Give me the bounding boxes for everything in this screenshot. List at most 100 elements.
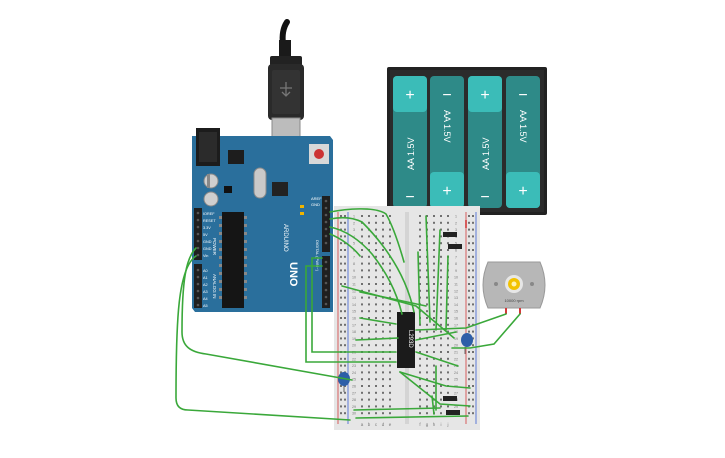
breadboard-hole[interactable] xyxy=(375,255,377,258)
breadboard-hole[interactable] xyxy=(375,398,377,401)
breadboard-hole[interactable] xyxy=(344,296,346,299)
breadboard-hole[interactable] xyxy=(472,262,474,265)
breadboard-hole[interactable] xyxy=(447,344,449,347)
breadboard-hole[interactable] xyxy=(468,242,470,245)
breadboard-hole[interactable] xyxy=(426,405,428,408)
breadboard-hole[interactable] xyxy=(468,269,470,272)
breadboard-hole[interactable] xyxy=(389,344,391,347)
breadboard-hole[interactable] xyxy=(375,385,377,387)
breadboard-hole[interactable] xyxy=(361,391,363,394)
breadboard-hole[interactable] xyxy=(382,398,384,401)
breadboard-hole[interactable] xyxy=(375,303,377,306)
breadboard-hole[interactable] xyxy=(375,378,377,381)
breadboard-hole[interactable] xyxy=(375,364,377,367)
breadboard-hole[interactable] xyxy=(389,228,391,231)
breadboard-hole[interactable] xyxy=(440,296,442,299)
breadboard-hole[interactable] xyxy=(433,215,435,217)
breadboard-hole[interactable] xyxy=(419,242,421,245)
breadboard-hole[interactable] xyxy=(472,242,474,245)
breadboard-hole[interactable] xyxy=(426,215,428,217)
breadboard-hole[interactable] xyxy=(375,296,377,299)
breadboard-hole[interactable] xyxy=(382,330,384,333)
breadboard-hole[interactable] xyxy=(375,283,377,285)
breadboard-hole[interactable] xyxy=(440,385,442,387)
breadboard-hole[interactable] xyxy=(361,249,363,251)
breadboard-hole[interactable] xyxy=(368,242,370,245)
breadboard-hole[interactable] xyxy=(468,249,470,251)
breadboard-hole[interactable] xyxy=(382,276,384,279)
breadboard-hole[interactable] xyxy=(440,412,442,415)
breadboard-hole[interactable] xyxy=(468,276,470,279)
breadboard-hole[interactable] xyxy=(344,276,346,279)
breadboard-hole[interactable] xyxy=(389,215,391,217)
breadboard-hole[interactable] xyxy=(368,283,370,285)
breadboard-hole[interactable] xyxy=(340,262,342,265)
breadboard-hole[interactable] xyxy=(382,357,384,360)
breadboard-hole[interactable] xyxy=(472,296,474,299)
breadboard-hole[interactable] xyxy=(361,296,363,299)
breadboard-hole[interactable] xyxy=(440,269,442,272)
breadboard-hole[interactable] xyxy=(344,221,346,224)
breadboard-hole[interactable] xyxy=(426,303,428,306)
breadboard-hole[interactable] xyxy=(433,262,435,265)
breadboard-hole[interactable] xyxy=(340,235,342,238)
breadboard-hole[interactable] xyxy=(375,344,377,347)
breadboard-hole[interactable] xyxy=(389,317,391,319)
breadboard-hole[interactable] xyxy=(368,310,370,313)
breadboard-hole[interactable] xyxy=(440,323,442,326)
breadboard-hole[interactable] xyxy=(433,289,435,292)
breadboard-hole[interactable] xyxy=(426,344,428,347)
breadboard-hole[interactable] xyxy=(472,398,474,401)
breadboard-hole[interactable] xyxy=(472,228,474,231)
battery-pack[interactable]: + − AA 1.5V − + AA 1.5V + − AA 1.5V − + … xyxy=(387,67,547,220)
breadboard-hole[interactable] xyxy=(419,391,421,394)
breadboard-hole[interactable] xyxy=(472,310,474,313)
breadboard-hole[interactable] xyxy=(361,344,363,347)
breadboard-hole[interactable] xyxy=(419,385,421,387)
breadboard-hole[interactable] xyxy=(419,357,421,360)
breadboard-hole[interactable] xyxy=(375,242,377,245)
breadboard-hole[interactable] xyxy=(389,323,391,326)
breadboard-hole[interactable] xyxy=(433,337,435,340)
breadboard-hole[interactable] xyxy=(447,242,449,245)
breadboard-hole[interactable] xyxy=(344,283,346,285)
breadboard-hole[interactable] xyxy=(433,310,435,313)
breadboard-hole[interactable] xyxy=(433,221,435,224)
breadboard-hole[interactable] xyxy=(340,310,342,313)
breadboard-hole[interactable] xyxy=(368,357,370,360)
breadboard-hole[interactable] xyxy=(440,262,442,265)
breadboard-hole[interactable] xyxy=(340,337,342,340)
breadboard-hole[interactable] xyxy=(344,317,346,319)
breadboard-hole[interactable] xyxy=(433,296,435,299)
breadboard-hole[interactable] xyxy=(440,255,442,258)
breadboard-hole[interactable] xyxy=(447,364,449,367)
breadboard-hole[interactable] xyxy=(447,378,449,381)
breadboard-hole[interactable] xyxy=(419,330,421,333)
breadboard-hole[interactable] xyxy=(440,357,442,360)
breadboard-hole[interactable] xyxy=(433,323,435,326)
breadboard-hole[interactable] xyxy=(468,310,470,313)
resistor[interactable] xyxy=(443,396,457,401)
breadboard-hole[interactable] xyxy=(472,317,474,319)
breadboard-hole[interactable] xyxy=(440,235,442,238)
breadboard-hole[interactable] xyxy=(433,371,435,374)
breadboard-hole[interactable] xyxy=(368,412,370,415)
breadboard-hole[interactable] xyxy=(368,385,370,387)
breadboard-hole[interactable] xyxy=(375,330,377,333)
breadboard-hole[interactable] xyxy=(361,215,363,217)
breadboard-hole[interactable] xyxy=(361,337,363,340)
breadboard-hole[interactable] xyxy=(382,385,384,387)
breadboard-hole[interactable] xyxy=(361,255,363,258)
breadboard-hole[interactable] xyxy=(368,337,370,340)
breadboard-hole[interactable] xyxy=(375,269,377,272)
breadboard-hole[interactable] xyxy=(344,412,346,415)
breadboard-hole[interactable] xyxy=(426,310,428,313)
breadboard-hole[interactable] xyxy=(447,391,449,394)
breadboard-hole[interactable] xyxy=(375,310,377,313)
breadboard-hole[interactable] xyxy=(361,310,363,313)
breadboard-hole[interactable] xyxy=(468,235,470,238)
dc-motor[interactable]: 10000 rpm xyxy=(482,261,546,314)
breadboard-hole[interactable] xyxy=(419,276,421,279)
breadboard-hole[interactable] xyxy=(344,255,346,258)
breadboard-hole[interactable] xyxy=(426,398,428,401)
